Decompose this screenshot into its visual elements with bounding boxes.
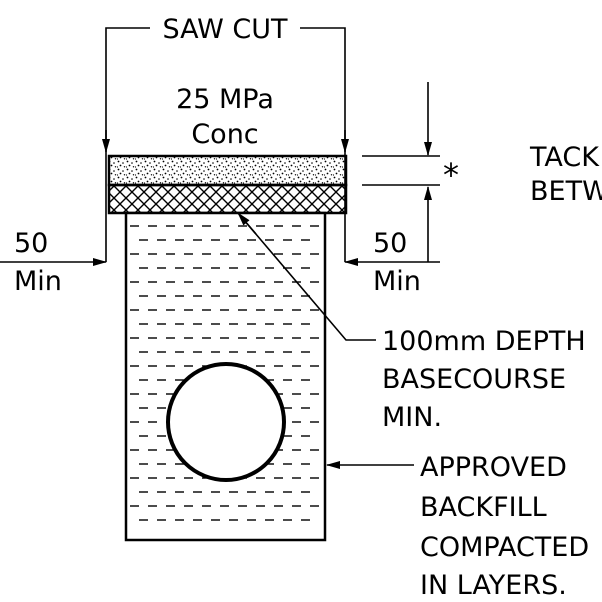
basecourse-note-line-1: 100mm DEPTH (382, 326, 586, 357)
thickness-dimension (362, 82, 440, 262)
right-dimension-value: 50 (373, 228, 407, 259)
backfill-note-line-2: BACKFILL (420, 492, 547, 523)
backfill-note-line-4: IN LAYERS. (420, 570, 567, 601)
tack-note-line-1: TACK (529, 142, 600, 173)
basecourse-leader-arrow (237, 212, 257, 235)
saw-cut-label: SAW CUT (162, 14, 288, 45)
basecourse-layer (107, 183, 348, 215)
left-dimension-value: 50 (14, 228, 48, 259)
concrete-surface-layer (107, 154, 348, 187)
left-dimension-min: Min (14, 266, 62, 297)
backfill-note-line-1: APPROVED (420, 452, 567, 483)
tack-note-line-2: BETW (530, 176, 602, 207)
pipe (166, 362, 286, 482)
thickness-asterisk: * (443, 156, 459, 194)
backfill-note-line-3: COMPACTED (420, 532, 589, 563)
basecourse-note-line-2: BASECOURSE (382, 364, 566, 395)
conc-label: Conc (191, 119, 258, 150)
basecourse-leader (237, 212, 376, 341)
right-dimension-min: Min (373, 266, 421, 297)
basecourse-note-line-3: MIN. (382, 402, 442, 433)
conc-strength-label: 25 MPa (176, 84, 274, 115)
